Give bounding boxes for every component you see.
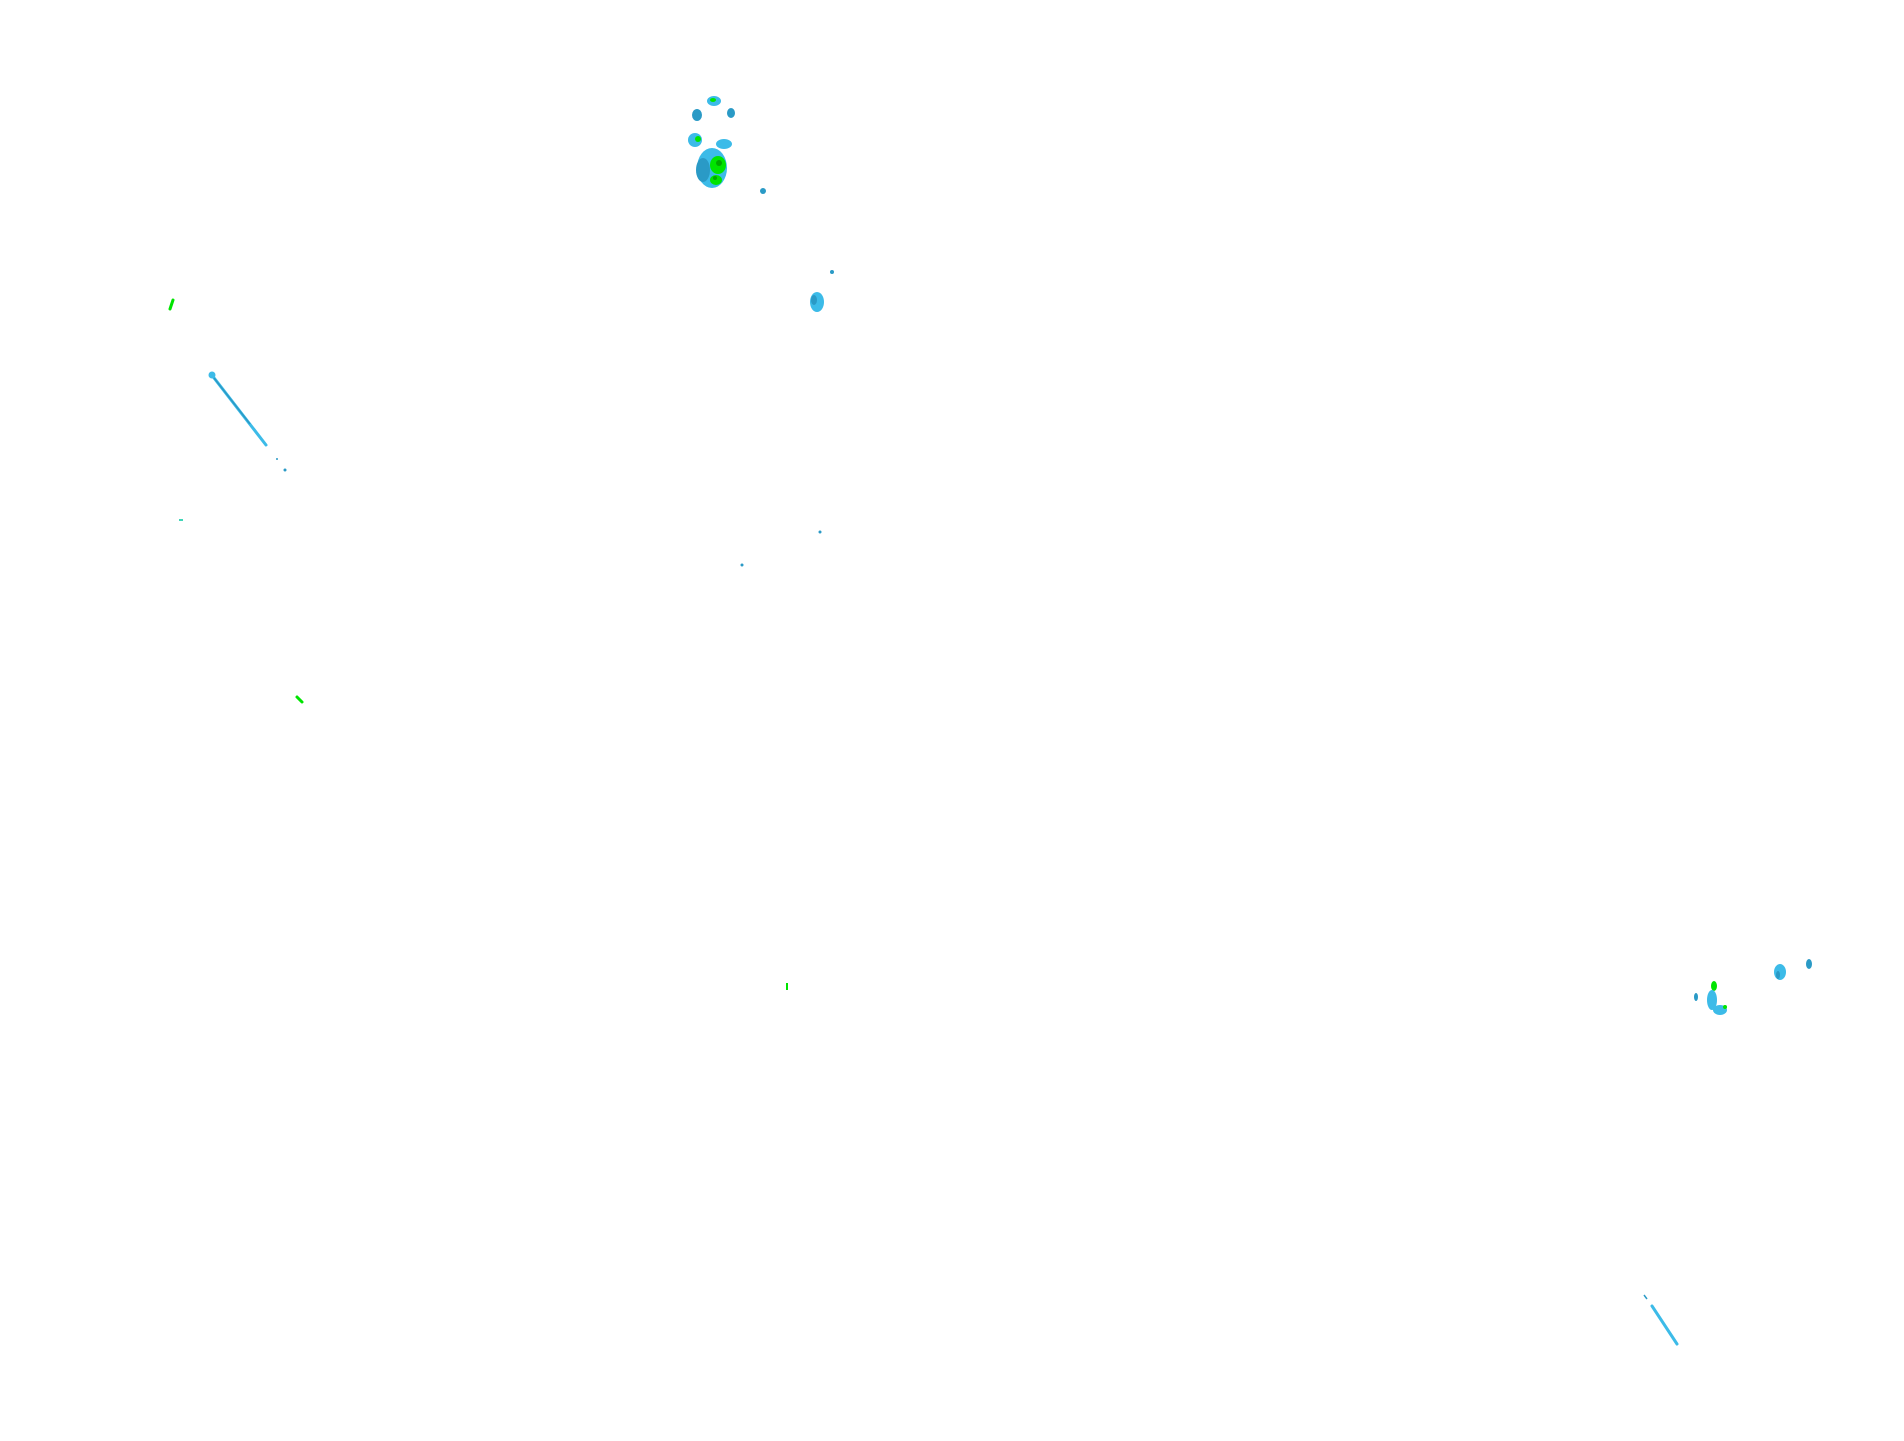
precip-dot: [818, 530, 822, 534]
precip-cell: [811, 295, 817, 305]
precip-core: [710, 175, 722, 185]
precip-cell-central: [740, 270, 834, 567]
precip-dot: [740, 563, 744, 567]
precip-core-heavy: [716, 160, 722, 166]
precip-dot: [276, 458, 278, 460]
precip-core: [695, 136, 701, 142]
precip-cell: [1694, 993, 1698, 1001]
precip-core: [710, 98, 716, 102]
precip-core: [1711, 981, 1717, 991]
precip-cell: [692, 109, 702, 121]
precip-streak: [168, 298, 175, 311]
precip-dot: [283, 468, 287, 472]
precip-streak: [295, 695, 304, 704]
precip-line: [213, 377, 251, 425]
precip-core: [1723, 1005, 1727, 1009]
precip-cluster-north: [688, 96, 766, 194]
precip-line: [1650, 1304, 1679, 1346]
precip-cell: [1707, 990, 1717, 1010]
precip-dot: [830, 270, 834, 274]
precip-cell: [1776, 971, 1780, 979]
precip-cell: [1774, 964, 1786, 980]
precip-line: [1643, 1294, 1648, 1300]
precip-cell: [727, 108, 735, 118]
precip-cell: [760, 188, 766, 194]
precip-cluster-southeast: [1643, 959, 1812, 1346]
precip-core-heavy: [713, 176, 717, 180]
precip-cell: [1806, 959, 1812, 969]
precip-west: [168, 298, 788, 990]
precip-cell: [696, 158, 710, 182]
precip-cell: [716, 139, 732, 149]
precip-dot: [208, 371, 216, 379]
